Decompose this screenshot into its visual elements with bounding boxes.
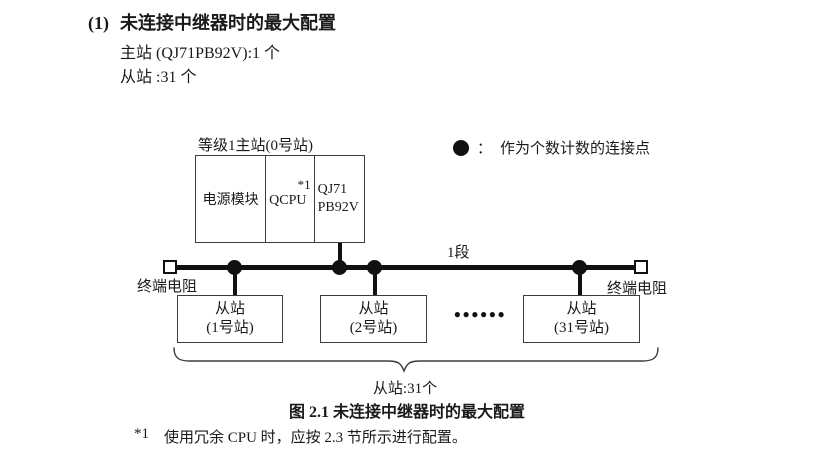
section-title: 未连接中继器时的最大配置: [120, 13, 336, 33]
spec-master-count: 主站 (QJ71PB92V):1 个: [120, 45, 281, 62]
master-station-label: 等级1主站(0号站): [198, 138, 313, 154]
legend-separator: ：: [477, 141, 493, 157]
connection-point-icon: [453, 139, 469, 156]
master-drop-line: [338, 243, 342, 267]
slave2-drop-line: [373, 267, 377, 295]
brace: [173, 347, 659, 373]
section-number: (1): [88, 13, 109, 33]
slave-station-box-31: 从站 (31号站): [523, 295, 640, 343]
spec-slave-count: 从站 :31 个: [120, 69, 197, 86]
slave-station-box-2: 从站 (2号站): [320, 295, 427, 343]
qcpu-module-cell: *1 QCPU: [265, 156, 313, 242]
master-station-box: 电源模块 *1 QCPU QJ71 PB92V: [195, 155, 365, 243]
figure-caption: 图 2.1 未连接中继器时的最大配置: [289, 404, 526, 421]
legend: ： 作为个数计数的连接点: [453, 137, 650, 158]
terminator-left-icon: [163, 260, 177, 274]
qcpu-label: QCPU: [269, 193, 307, 208]
segment-label: 1段: [447, 245, 470, 261]
slave-station-box-1: 从站 (1号站): [177, 295, 283, 343]
footnote-text: 使用冗余 CPU 时，应按 2.3 节所示进行配置。: [164, 430, 467, 446]
slave31-drop-line: [578, 267, 582, 295]
slave-count-label: 从站:31个: [372, 381, 438, 397]
terminator-left-label: 终端电阻: [137, 279, 198, 295]
footnote-marker-ref: *1: [297, 177, 311, 192]
ellipsis-dots: ●●●●●●: [453, 307, 507, 321]
terminator-right-icon: [634, 260, 648, 274]
connection-point-icon: [332, 260, 347, 275]
section-heading: (1) 未连接中继器时的最大配置: [88, 12, 336, 34]
slave1-drop-line: [233, 267, 237, 295]
legend-text: 作为个数计数的连接点: [500, 141, 651, 157]
footnote-marker: *1: [134, 426, 149, 442]
qj71pb92v-module-cell: QJ71 PB92V: [313, 156, 364, 242]
terminator-right-label: 终端电阻: [607, 281, 668, 297]
footnote: *1 使用冗余 CPU 时，应按 2.3 节所示进行配置。: [134, 426, 467, 447]
power-supply-module-cell: 电源模块: [202, 193, 259, 208]
bus-segment-line: [176, 265, 635, 270]
